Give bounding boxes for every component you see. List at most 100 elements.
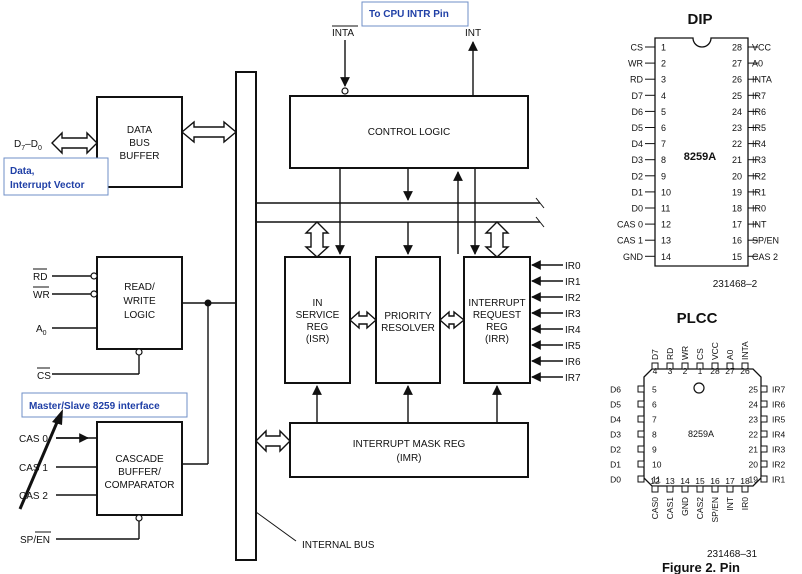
dip-pin-label: IR3 — [752, 155, 766, 165]
internal-bus-horizontal — [256, 202, 540, 223]
plcc-pin-pad — [681, 362, 689, 370]
dip-pin-label: CAS 1 — [617, 236, 643, 246]
dip-pin-label: D1 — [631, 187, 643, 197]
dip-pin-number: 4 — [661, 91, 666, 101]
ir3-label: IR3 — [565, 309, 581, 320]
dip-pin-number: 6 — [661, 123, 666, 133]
dip-pin-label: IR5 — [752, 123, 766, 133]
imr-label-1: INTERRUPT MASK REG — [353, 439, 466, 450]
data-bus-label-3: BUFFER — [120, 151, 160, 162]
dip-pin-number: 21 — [732, 155, 742, 165]
plcc-pin-number: 28 — [710, 366, 720, 376]
dip-pin-number: 25 — [732, 91, 742, 101]
rw-label-2: WRITE — [123, 296, 156, 307]
dip-pin-label: D2 — [631, 171, 643, 181]
plcc-pin-pad — [637, 475, 645, 483]
dip-pin-label: D3 — [631, 155, 643, 165]
dip-pin-number: 19 — [732, 187, 742, 197]
plcc-pin-pad — [637, 445, 645, 453]
plcc-pin-number: 22 — [749, 430, 759, 440]
master-slave-text: Master/Slave 8259 interface — [29, 401, 160, 412]
plcc-pin-pad — [760, 430, 768, 438]
cas1-label: CAS 1 — [19, 463, 48, 474]
plcc-pin-number: 7 — [652, 415, 657, 425]
dip-left-pins: 1CS2WR3RD4D75D66D57D48D39D210D111D012CAS… — [617, 43, 671, 262]
plcc-pin-number: 23 — [749, 415, 759, 425]
cpu-intr-callout — [361, 1, 469, 27]
dip-pin-number: 14 — [661, 252, 671, 262]
pr-label-2: RESOLVER — [381, 323, 435, 334]
plcc-pin-label: A0 — [725, 349, 735, 360]
ir1-label: IR1 — [565, 277, 581, 288]
dip-pin-number: 22 — [732, 139, 742, 149]
ir7-label: IR7 — [565, 373, 581, 384]
plcc-pin-label: CS — [695, 348, 705, 360]
dip-pin-number: 10 — [661, 187, 671, 197]
isr-label-3: REG — [307, 322, 329, 333]
dip-pin-label: D7 — [631, 91, 643, 101]
plcc-pin-pad — [760, 475, 768, 483]
data-callout-line2: Interrupt Vector — [10, 180, 85, 191]
plcc-pin-label: D4 — [610, 415, 621, 425]
plcc-pin-label: VCC — [710, 342, 720, 360]
plcc-pin-pad — [741, 362, 749, 370]
plcc-pin-label: D0 — [610, 475, 621, 485]
internal-bus-bar — [235, 71, 257, 561]
plcc-pin-label: INT — [725, 497, 735, 511]
dip-pin-label: CS — [630, 43, 643, 53]
ir6-label: IR6 — [565, 357, 581, 368]
dip-pin-number: 11 — [661, 204, 670, 214]
plcc-pin-label: CAS0 — [650, 497, 660, 519]
dip-pin-label: CAS 2 — [752, 252, 778, 262]
internal-bus-label: INTERNAL BUS — [302, 540, 375, 551]
data-bus-label-1: DATA — [127, 125, 153, 136]
dip-pin-label: INTA — [752, 75, 772, 85]
plcc-pin-number: 16 — [710, 476, 720, 486]
dip-code: 231468–2 — [713, 279, 758, 290]
plcc-pin-number: 3 — [668, 366, 673, 376]
plcc-pin-number: 17 — [725, 476, 735, 486]
plcc-pin-pad — [726, 485, 734, 493]
plcc-pin-pad — [726, 362, 734, 370]
dip-pin-label: IR6 — [752, 107, 766, 117]
rw-label-3: LOGIC — [124, 310, 155, 321]
plcc-pin-label: D3 — [610, 430, 621, 440]
plcc-pin-pad — [666, 362, 674, 370]
dip-pin-label: SP/EN — [752, 236, 779, 246]
inta-label: INTA — [332, 28, 354, 39]
plcc-title: PLCC — [677, 310, 718, 327]
plcc-pin-pad — [760, 460, 768, 468]
dip-pin-number: 3 — [661, 75, 666, 85]
plcc-code: 231468–31 — [707, 549, 757, 560]
plcc-chip-label: 8259A — [688, 429, 714, 439]
plcc-pin-label: RD — [665, 348, 675, 360]
dip-pin-number: 9 — [661, 171, 666, 181]
dip-pin-label: GND — [623, 252, 644, 262]
plcc-pin-label: IR7 — [772, 385, 786, 395]
dip-pin-label: INT — [752, 220, 767, 230]
d7-d0-label: D7–D0 — [14, 139, 42, 152]
dip-pin-number: 15 — [732, 252, 742, 262]
plcc-pin-label: D6 — [610, 385, 621, 395]
dip-pin-number: 16 — [732, 236, 742, 246]
plcc-pin-label: IR2 — [772, 460, 786, 470]
plcc-pin-number: 9 — [652, 445, 657, 455]
dip-title: DIP — [687, 11, 712, 28]
dip-pin-number: 12 — [661, 220, 671, 230]
plcc-pin-label: IR3 — [772, 445, 786, 455]
plcc-pin-pad — [696, 485, 704, 493]
plcc-pin-number: 11 — [652, 475, 661, 485]
int-label: INT — [465, 28, 481, 39]
plcc-pin-label: D7 — [650, 349, 660, 360]
plcc-pin-pad — [711, 362, 719, 370]
plcc-pin-number: 21 — [749, 445, 759, 455]
rw-label-1: READ/ — [124, 282, 155, 293]
isr-label-2: SERVICE — [296, 310, 340, 321]
dip-pin-number: 13 — [661, 236, 671, 246]
dip-pin-label: IR0 — [752, 204, 766, 214]
dip-pin-label: RD — [630, 75, 643, 85]
plcc-pin-pad — [637, 430, 645, 438]
plcc-pin-pad — [741, 485, 749, 493]
cascade-label-3: COMPARATOR — [104, 480, 174, 491]
